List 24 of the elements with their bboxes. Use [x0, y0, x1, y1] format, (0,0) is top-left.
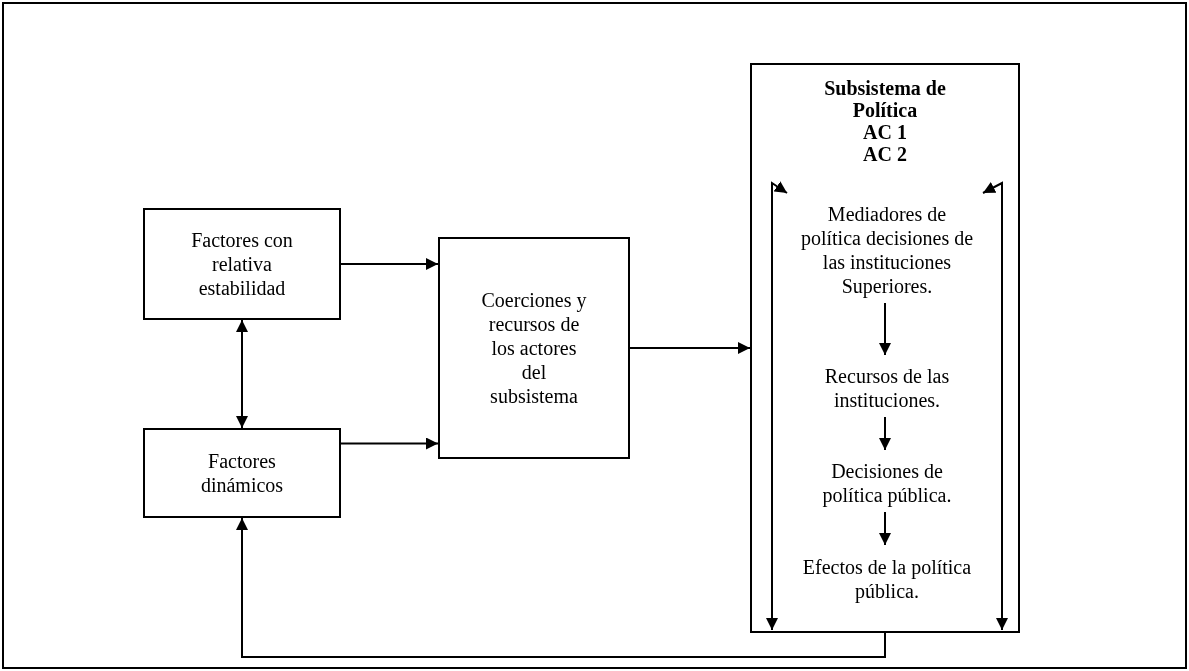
process-box — [438, 237, 630, 459]
process-box — [143, 208, 341, 320]
panel-heading: Subsistema de Política — [823, 77, 947, 121]
panel-heading: AC 2 — [863, 143, 907, 165]
arrow — [879, 511, 891, 546]
arrow — [879, 302, 891, 356]
box-label: Factores con relativa estabilidad — [190, 228, 294, 300]
process-box — [143, 428, 341, 518]
arrow — [879, 416, 891, 451]
arrow — [766, 181, 788, 631]
subsystem-panel — [750, 63, 1020, 633]
step-text: Mediadores de política decisiones de las instituciones Superiores. — [799, 202, 975, 298]
step-text: Efectos de la política pública. — [801, 555, 973, 603]
box-label: Factores dinámicos — [199, 449, 285, 497]
arrow — [340, 437, 439, 450]
box-label: Coerciones y recursos de los actores del subsistema — [480, 288, 588, 408]
arrow — [236, 517, 886, 658]
arrow — [236, 319, 248, 429]
arrow — [982, 181, 1008, 631]
arrow — [629, 342, 751, 354]
step-text: Decisiones de política pública. — [821, 459, 953, 507]
arrow — [340, 258, 439, 270]
step-text: Recursos de las instituciones. — [823, 364, 951, 412]
panel-heading: AC 1 — [863, 121, 907, 143]
